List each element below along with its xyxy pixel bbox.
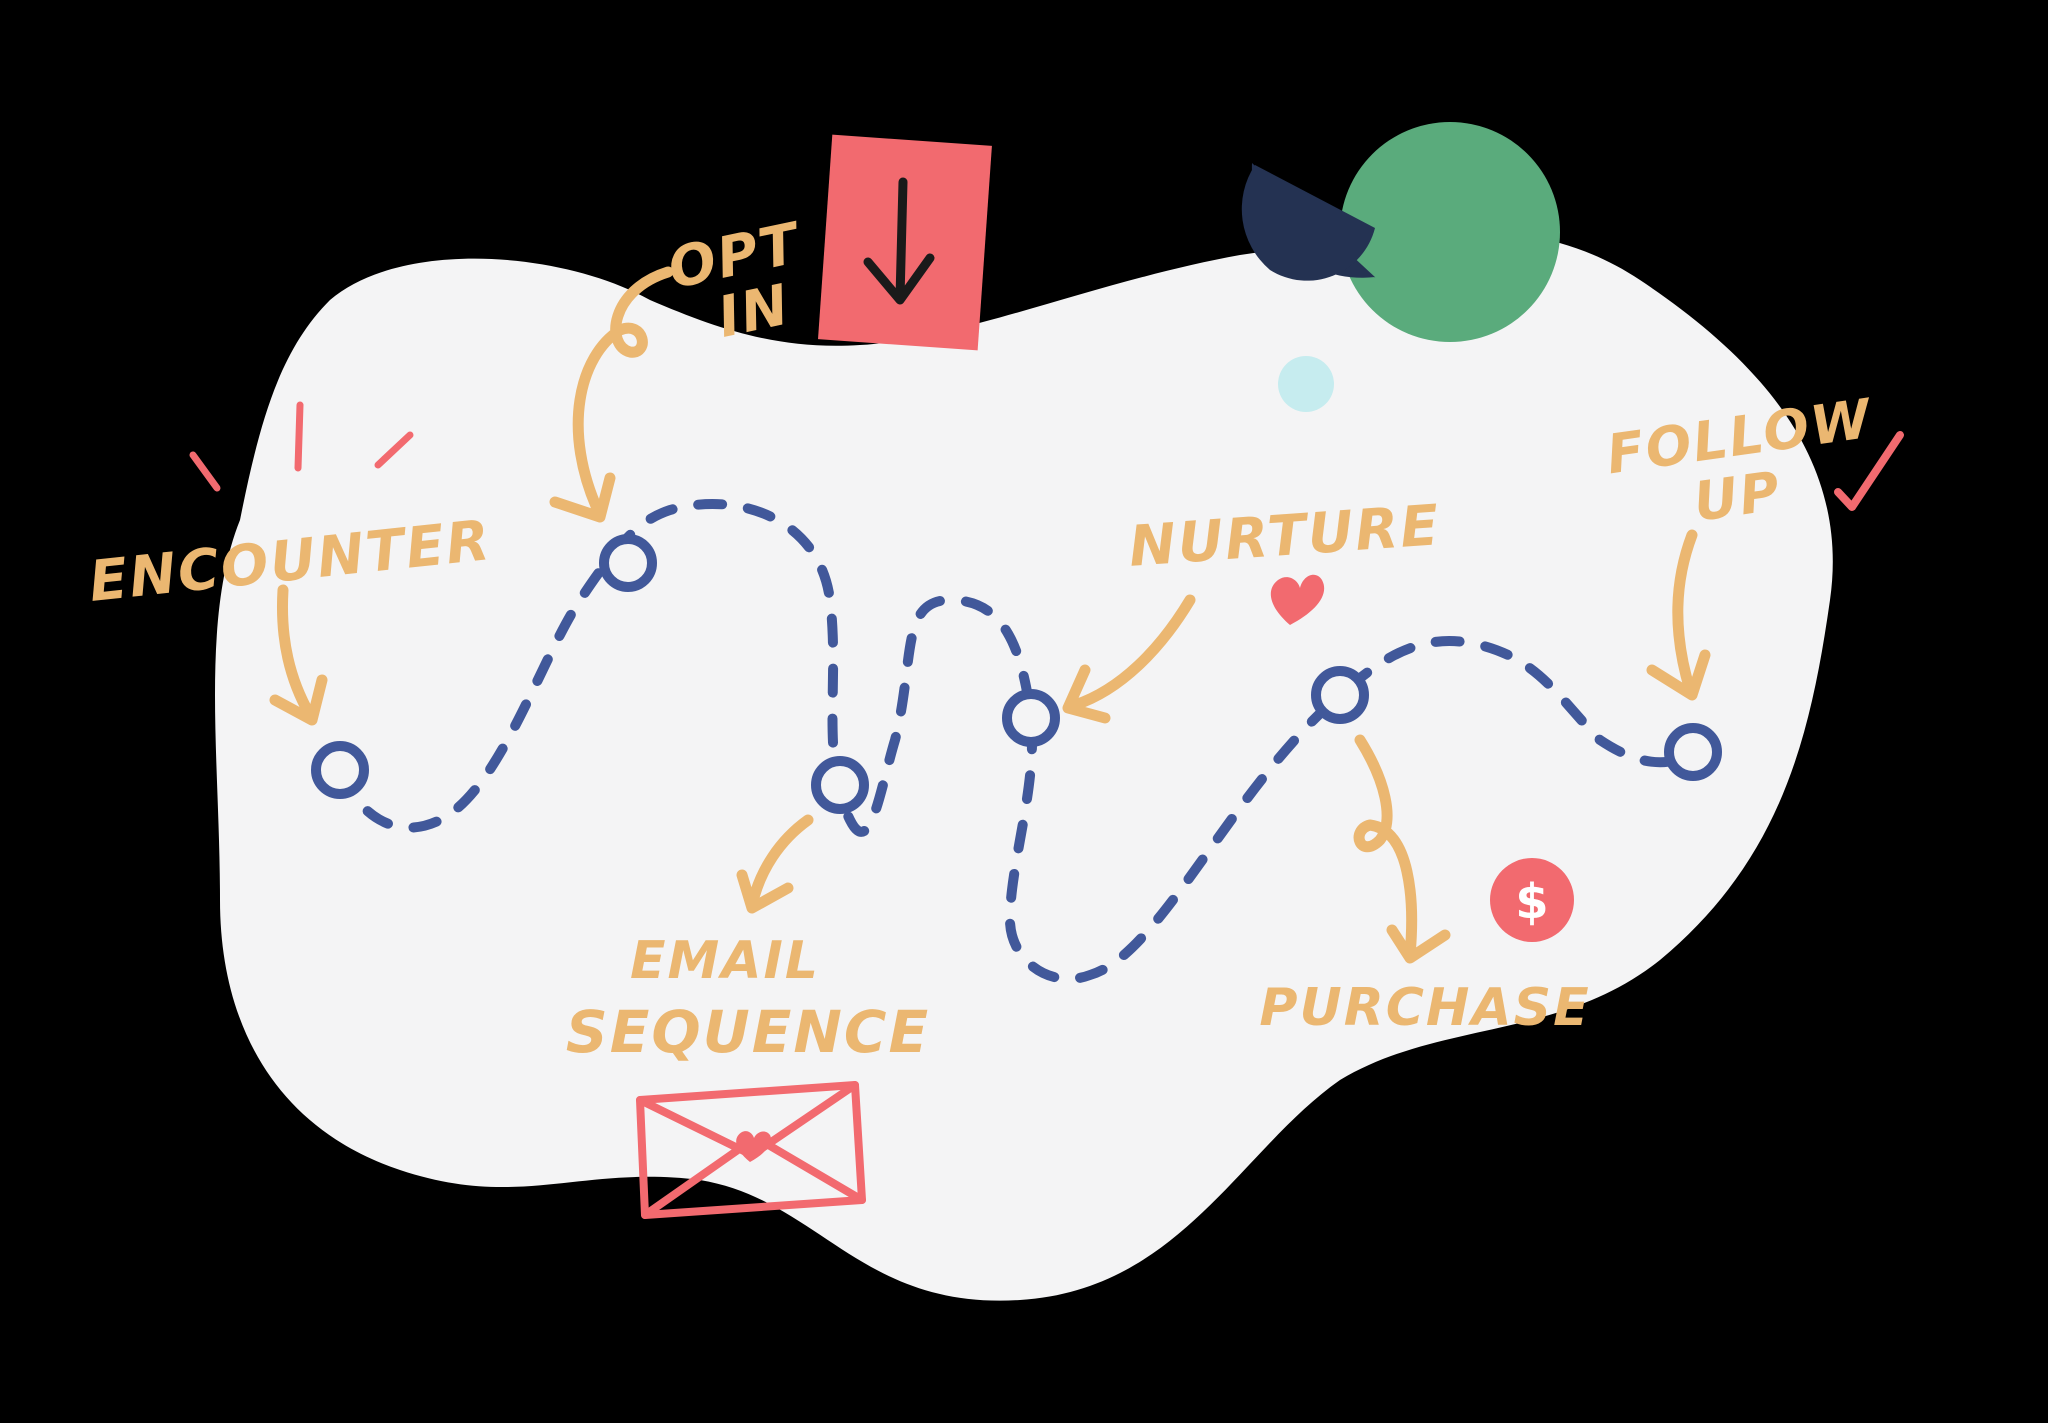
navy-wedge (1241, 165, 1375, 281)
node-opt-in (599, 534, 657, 592)
node-email-sequence (811, 756, 869, 814)
envelope-heart (736, 1131, 771, 1162)
green-circle (1340, 122, 1560, 342)
arrow-encounter (269, 584, 328, 726)
download-arrow-glyph (863, 177, 935, 305)
label-opt-in: IN (712, 272, 796, 350)
arrow-purchase (1353, 734, 1451, 964)
journey-path (335, 499, 1695, 984)
label-email-sequence: SEQUENCE (566, 998, 930, 1066)
node-purchase (1311, 666, 1369, 724)
background-blob (215, 229, 1833, 1301)
arrow-email-sequence (736, 814, 814, 914)
sparkle-burst-icon (189, 401, 414, 492)
dollar-coin-icon (1490, 858, 1574, 942)
node-encounter (311, 741, 369, 799)
node-follow-up (1664, 723, 1722, 781)
label-purchase: PURCHASE (1259, 978, 1590, 1038)
arrow-nurture (1062, 594, 1196, 724)
checkmark-icon (1834, 431, 1904, 511)
label-follow-up: UP (1690, 459, 1785, 534)
node-nurture (1002, 689, 1060, 747)
arrow-opt-in (549, 266, 674, 523)
label-email-sequence: EMAIL (630, 931, 820, 991)
heart-icon (1270, 574, 1325, 625)
cyan-dot (1278, 356, 1334, 412)
arrow-follow-up (1646, 529, 1711, 701)
dollar-symbol: $ (1515, 874, 1548, 930)
